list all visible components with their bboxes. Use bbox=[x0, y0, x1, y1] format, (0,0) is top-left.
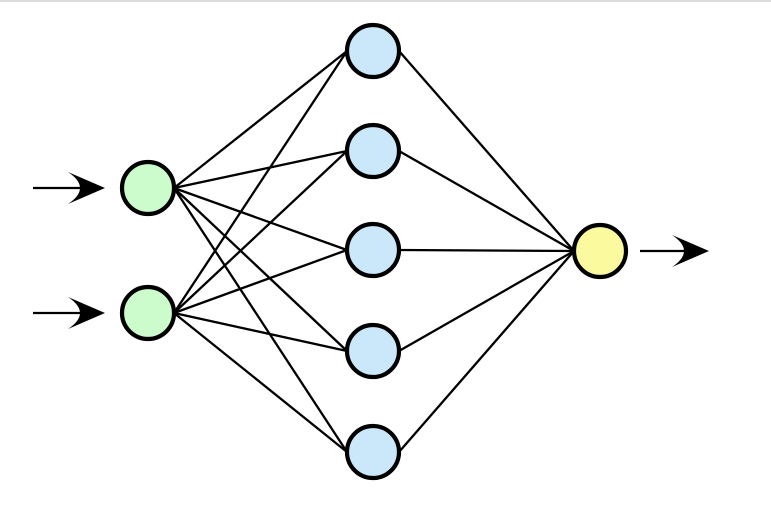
edge-input-node-2-to-hidden-node-3 bbox=[172, 248, 349, 315]
edge-hidden-node-2-to-output-node-1 bbox=[397, 149, 576, 253]
edge-hidden-node-5-to-output-node-1 bbox=[397, 249, 576, 454]
hidden-node-3 bbox=[344, 221, 402, 279]
hidden-node-2 bbox=[344, 122, 402, 180]
edge-input-node-1-to-hidden-node-5 bbox=[172, 186, 349, 454]
output-arrow bbox=[640, 235, 709, 267]
edge-input-node-1-to-hidden-node-4 bbox=[172, 186, 349, 353]
input-arrow-2-head-icon bbox=[68, 297, 105, 329]
edge-hidden-node-4-to-output-node-1 bbox=[397, 249, 576, 353]
edge-input-node-2-to-hidden-node-4 bbox=[172, 311, 349, 353]
hidden-node-1 bbox=[344, 22, 402, 80]
edge-input-node-1-to-hidden-node-2 bbox=[172, 149, 349, 190]
edge-hidden-node-3-to-output-node-1 bbox=[397, 248, 576, 253]
input-arrow-1-head-icon bbox=[68, 172, 105, 204]
edge-input-node-2-to-hidden-node-2 bbox=[172, 149, 349, 315]
input-arrow-1 bbox=[33, 172, 105, 204]
edge-hidden-node-1-to-output-node-1 bbox=[397, 49, 576, 253]
edge-input-node-2-to-hidden-node-5 bbox=[172, 311, 349, 454]
output-arrow-head-icon bbox=[672, 235, 709, 267]
output-node-1 bbox=[571, 222, 629, 280]
edge-input-node-1-to-hidden-node-1 bbox=[172, 49, 349, 190]
input-arrow-2 bbox=[33, 297, 105, 329]
hidden-node-4 bbox=[344, 322, 402, 380]
edge-input-node-1-to-hidden-node-3 bbox=[172, 186, 349, 252]
hidden-node-5 bbox=[344, 423, 402, 481]
input-node-2 bbox=[119, 284, 177, 342]
input-node-1 bbox=[119, 159, 177, 217]
edge-input-node-2-to-hidden-node-1 bbox=[172, 49, 349, 315]
